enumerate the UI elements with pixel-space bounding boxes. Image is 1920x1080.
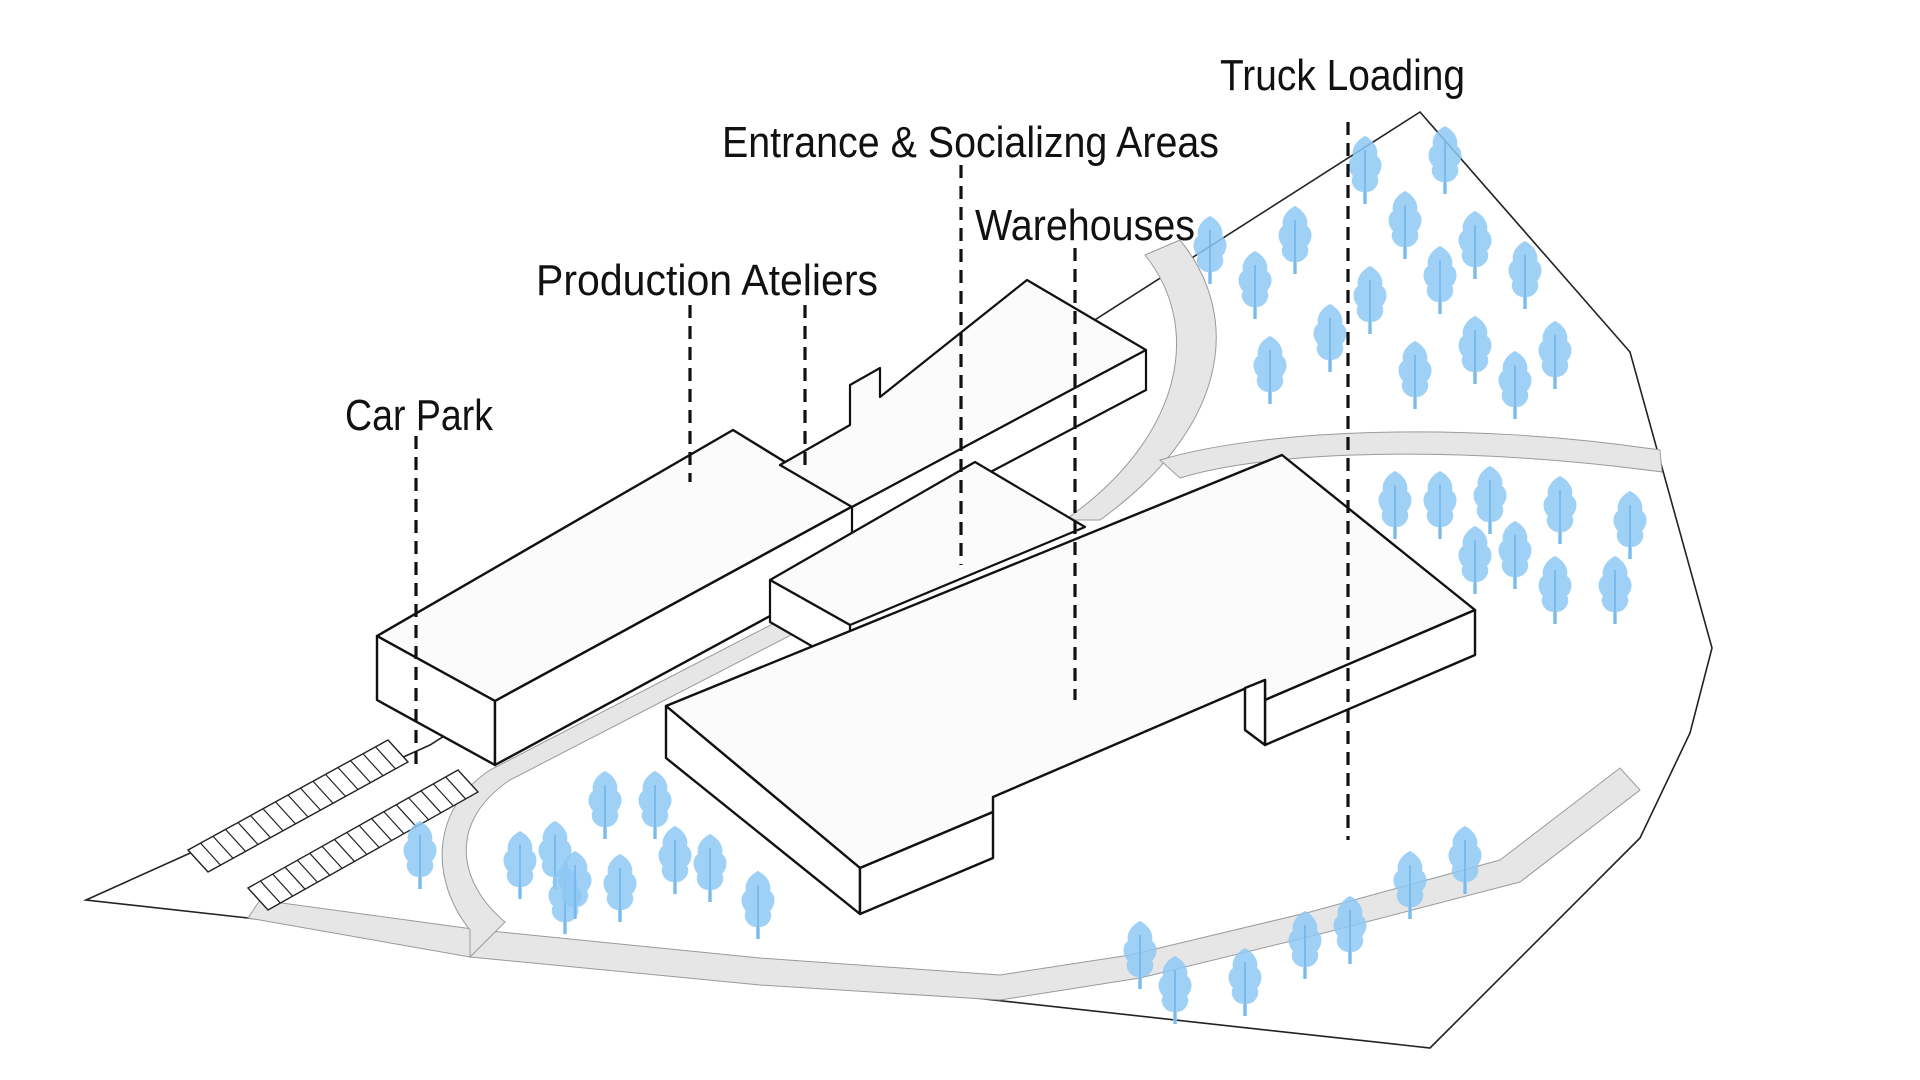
parking-stall-line [212,835,234,859]
tree-icon [1228,948,1262,1016]
tree-icon [1288,911,1322,979]
tree-icon [1353,266,1387,334]
tree-icon [1498,521,1532,589]
parking-stall-line [362,753,384,777]
parking-stall-line [350,760,371,784]
tree-icon [1538,556,1572,624]
tree-icon [1393,851,1427,919]
tree-icon [638,771,672,839]
tree-icon [1598,556,1632,624]
tree-icon [1378,471,1412,539]
warehouses-building [664,453,1477,916]
tree-icon [1458,526,1492,594]
tree-icon [1613,491,1647,559]
tree-icon [1278,206,1312,274]
parking-stall-line [445,776,467,800]
parking-stall-lines [200,746,467,904]
parking-stall-line [312,780,334,804]
parking-stall-line [420,790,442,814]
parking-stall-line [237,822,259,845]
tree-icon [1458,211,1492,279]
tree-icon [1458,316,1492,384]
parking-stall-line [275,801,296,825]
tree-icon [1123,921,1157,989]
parking-stall-line [250,815,271,839]
tree-icon [1498,351,1532,419]
leader-lines [414,122,1350,840]
tree-icon [603,854,637,922]
parking-stall-line [375,746,396,770]
tree-icon [1333,896,1367,964]
tree-icon [1543,476,1577,544]
tree-icon [588,771,622,839]
parking-stall-line [408,797,430,821]
tree-icon [1238,251,1272,319]
tree-icon [503,831,537,899]
parking-stall-line [296,859,318,883]
parking-stall-line [262,808,284,832]
tree-icon [1388,191,1422,259]
label-production-ateliers: Production Ateliers [536,256,878,305]
tree-icon [403,821,437,889]
tree-icon [658,826,692,894]
parking-stall-line [259,880,281,904]
access-road-top [1063,239,1217,521]
tree-icon [1508,241,1542,309]
label-warehouses: Warehouses [975,201,1195,250]
tree-icon [1423,471,1457,539]
parking-stall-line [334,839,355,862]
tree-icon [1158,956,1192,1024]
tree-icon [693,834,727,902]
parking-stall-line [300,787,321,811]
parking-stall-line [287,794,309,818]
parking-stall-line [358,825,380,848]
tree-icon [558,851,592,919]
parking-stall-line [325,773,346,797]
tree-icon [1253,336,1287,404]
parking-stall-line [371,818,392,841]
tree-icon [1538,321,1572,389]
tree-icon [1348,136,1382,204]
perimeter-road [247,767,1641,1001]
parking-stall-line [346,832,368,855]
tree-icon [741,871,775,939]
tree-icon [1398,341,1432,409]
production-ateliers-building [375,428,857,767]
tree-icon [1473,466,1507,534]
tree-icon [1193,216,1227,284]
parking-stall-line [200,842,221,866]
tree-icon [1428,126,1462,194]
label-entrance-socializing: Entrance & Socializng Areas [722,118,1219,167]
parking-stall-line [284,866,306,890]
parking-stall-line [272,873,294,897]
tree-icon [1313,304,1347,372]
parking-stall-line [337,767,359,790]
parking-stall-line [432,783,454,807]
tree-icon [1423,246,1457,314]
label-truck-loading: Truck Loading [1220,51,1465,100]
parking-stall-line [395,804,417,828]
parking-stall-line [225,828,246,852]
parking-stall-line [383,811,405,835]
parking-stall-line [309,852,331,876]
parking-stall-line [321,845,343,869]
tree-icon [1448,826,1482,894]
label-car-park: Car Park [345,391,494,440]
trees [403,126,1647,1024]
